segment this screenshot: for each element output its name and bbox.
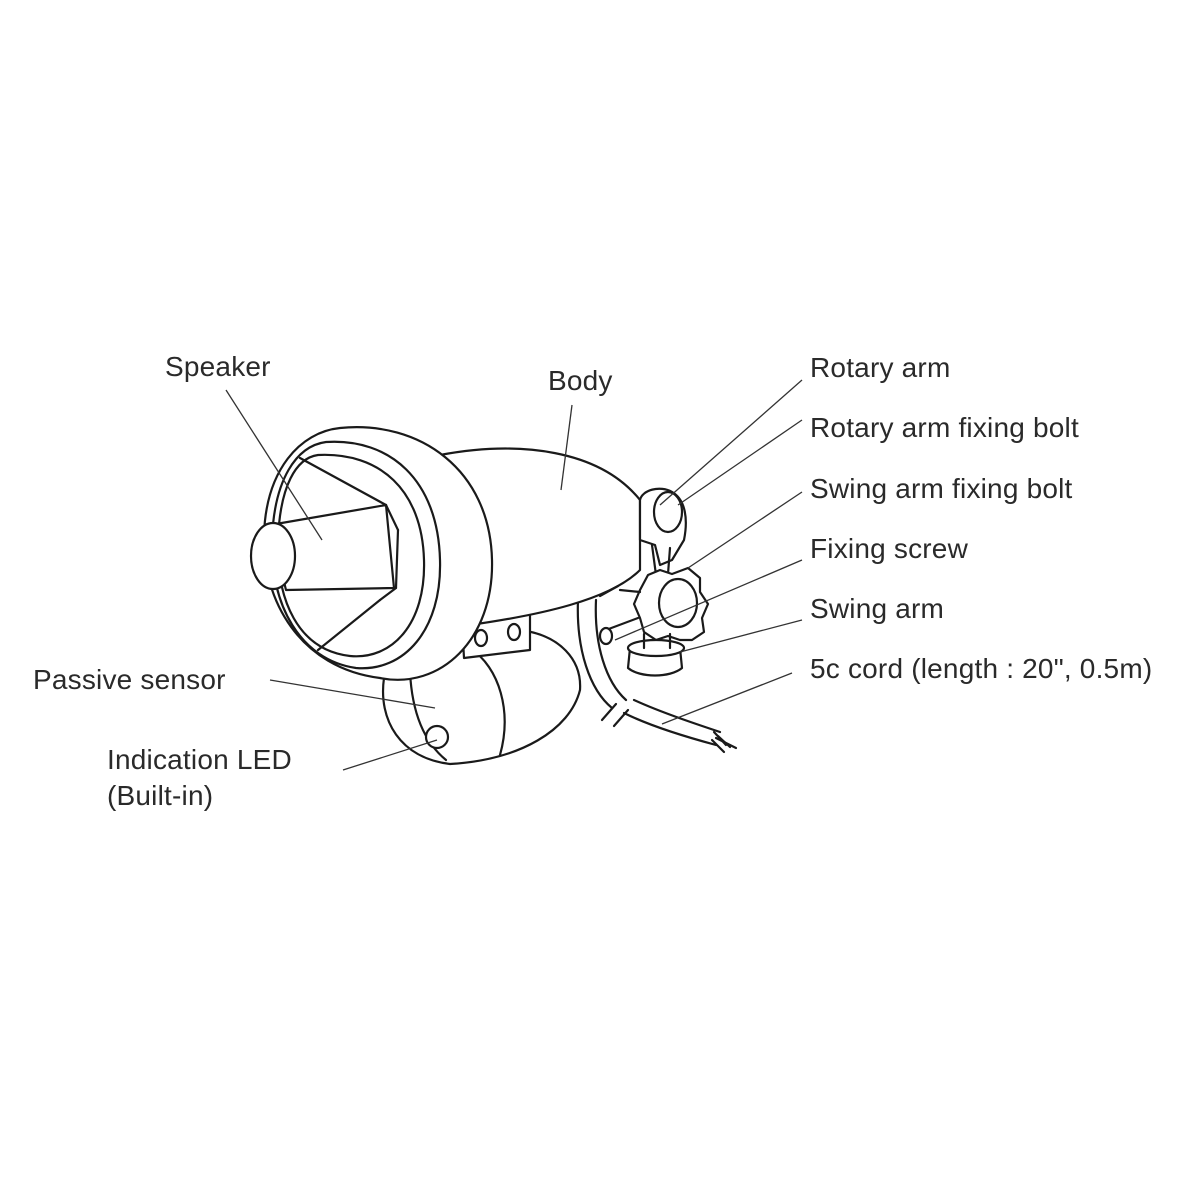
leader-speaker	[225, 389, 323, 541]
label-indication-led-note: (Built-in)	[107, 780, 214, 811]
speaker-drawing	[249, 426, 494, 681]
label-rotary-arm-fixing-bolt: Rotary arm fixing bolt	[810, 412, 1079, 443]
leader-fixing-screw	[614, 559, 803, 641]
label-cord: 5c cord (length : 20", 0.5m)	[810, 653, 1153, 684]
leader-cord	[661, 672, 793, 725]
label-swing-arm: Swing arm	[810, 593, 945, 624]
leader-passive-sensor	[269, 679, 436, 709]
rotary-arm-drawing	[638, 487, 687, 577]
leader-indication-led	[342, 739, 438, 771]
leader-swing-arm-fixing-bolt	[687, 491, 803, 569]
leader-swing-arm	[679, 619, 803, 653]
leader-rotary-arm-fixing-bolt	[677, 419, 803, 506]
swing-arm-drawing	[626, 632, 686, 677]
leader-lines	[225, 379, 803, 771]
leader-rotary-arm	[659, 379, 803, 506]
label-passive-sensor: Passive sensor	[33, 664, 226, 695]
label-body: Body	[548, 365, 613, 396]
label-indication-led: Indication LED	[107, 744, 292, 775]
leader-body	[560, 404, 573, 491]
swing-arm-bolt-drawing	[598, 566, 710, 646]
label-speaker: Speaker	[165, 351, 271, 382]
label-fixing-screw: Fixing screw	[810, 533, 968, 564]
label-rotary-arm: Rotary arm	[810, 352, 951, 383]
label-swing-arm-fixing-bolt: Swing arm fixing bolt	[810, 473, 1073, 504]
